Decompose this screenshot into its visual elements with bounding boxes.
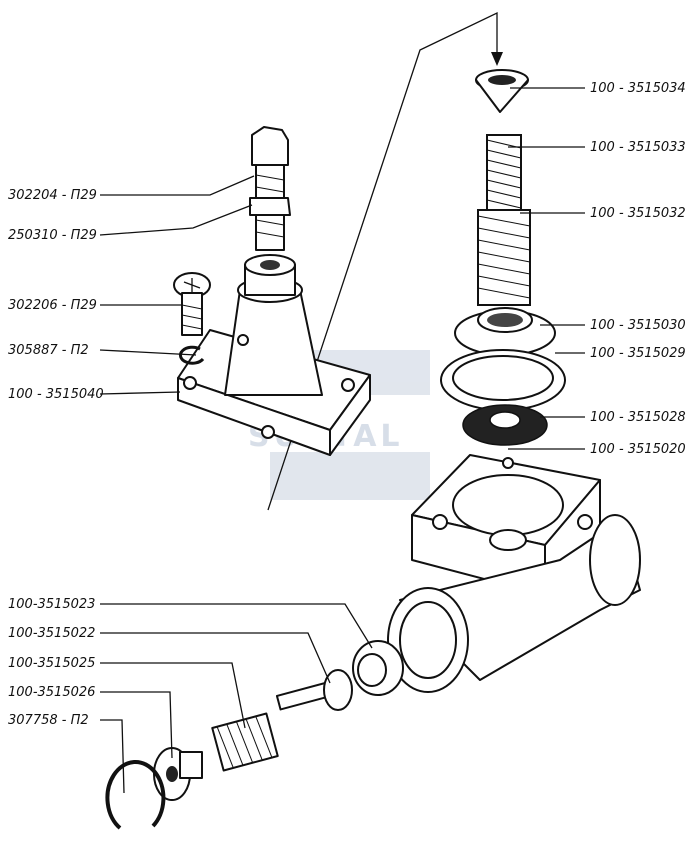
callout-307758-p2: 307758 - П2: [8, 713, 89, 728]
part-valve-stem: [275, 669, 353, 711]
part-washer-small: [178, 345, 205, 365]
callout-100-3515029: 100 - 3515029: [590, 346, 686, 361]
part-diaphragm: [440, 349, 566, 411]
callout-100-3515026: 100-3515026: [8, 685, 95, 700]
callout-100-3515025: 100-3515025: [8, 656, 95, 671]
callout-302204-p29: 302204 - П29: [8, 188, 97, 203]
callout-labels: 100 - 3515034 100 - 3515033 100 - 351503…: [8, 81, 686, 728]
callout-250310-p29: 250310 - П29: [8, 228, 97, 243]
part-valve-cone: [475, 69, 529, 113]
part-valve-plate: [462, 404, 548, 446]
callout-100-3515034: 100 - 3515034: [590, 81, 686, 96]
part-retaining-ring: [105, 759, 166, 830]
assembly-arrow-path: [267, 11, 503, 511]
callout-100-3515030: 100 - 3515030: [590, 318, 686, 333]
callout-100-3515020: 100 - 3515020: [590, 442, 686, 457]
leader-lines: [99, 87, 585, 794]
part-spring-bottom: [211, 712, 279, 772]
part-cover: [177, 254, 371, 456]
part-valve-housing: [387, 454, 641, 693]
callout-100-3515040: 100 - 3515040: [8, 387, 104, 402]
part-spring-seat: [454, 307, 556, 356]
assembly-arrow-head: [491, 52, 503, 66]
callout-305887-p2: 305887 - П2: [8, 343, 89, 358]
part-springs: [477, 134, 531, 306]
callout-100-3515023: 100-3515023: [8, 597, 95, 612]
assembly-path-line: [267, 11, 498, 511]
callout-100-3515028: 100 - 3515028: [590, 410, 686, 425]
part-nut-bottom: [352, 640, 404, 696]
watermark-bar-bottom: [270, 452, 430, 500]
callout-100-3515032: 100 - 3515032: [590, 206, 686, 221]
callout-100-3515022: 100-3515022: [8, 626, 95, 641]
callout-302206-p29: 302206 - П29: [8, 298, 97, 313]
part-screw: [173, 272, 211, 336]
callout-100-3515033: 100 - 3515033: [590, 140, 686, 155]
part-bolt: [249, 126, 291, 251]
